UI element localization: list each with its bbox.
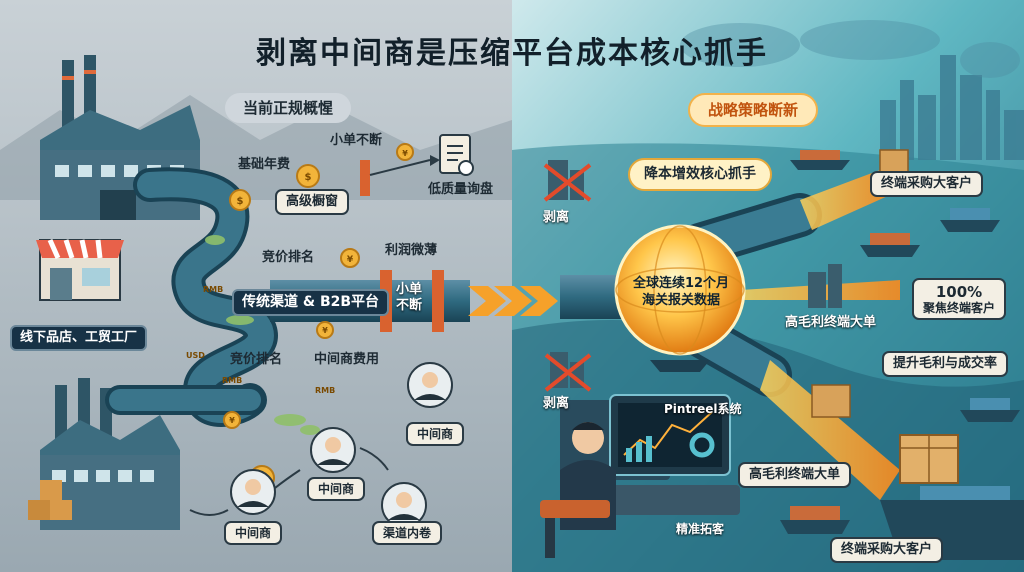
data-globe — [614, 224, 746, 372]
middleman-avatars — [230, 362, 453, 528]
label-small-orders-top: 小单不断 — [330, 133, 383, 148]
label-middleman-c: 中间商 — [224, 521, 283, 546]
label-thin-profit: 利润微薄 — [385, 243, 438, 258]
chevron-arrows — [468, 286, 558, 316]
label-channel-involution: 渠道内卷 — [372, 521, 443, 546]
label-middleman-fees: 中间商费用 — [314, 352, 380, 367]
label-strip-bottom: 剥离 — [543, 396, 570, 411]
globe-line-2: 海关报关数据 — [641, 293, 720, 308]
money-spill — [205, 235, 320, 435]
label-premium-showcase: 高级橱窗 — [275, 189, 350, 215]
svg-text:¥: ¥ — [229, 416, 235, 425]
coin-text-4: RMB — [315, 386, 336, 395]
gate-post — [360, 160, 370, 196]
strip-building-bottom — [544, 352, 592, 392]
coin-text-3: RMB — [222, 376, 243, 385]
label-traditional-b2b: 传统渠道 & B2B平台 — [232, 289, 390, 316]
svg-text:¥: ¥ — [402, 149, 408, 158]
label-middleman-a: 中间商 — [406, 422, 465, 447]
strip-building-top — [543, 160, 592, 202]
svg-text:$: $ — [237, 196, 244, 207]
label-cost-reduction: 降本增效核心抓手 — [628, 158, 772, 191]
coin-text-2: USD — [186, 351, 205, 360]
right-heading: 战略策略断新 — [688, 93, 819, 127]
label-small-orders-gate: 小单 不断 — [396, 282, 423, 314]
winding-pipe — [105, 167, 278, 427]
factory-bottom-icon — [28, 378, 180, 530]
city-skyline — [880, 55, 1024, 160]
left-heading: 当前正规概惺 — [225, 93, 352, 123]
page-title: 剥离中间商是压缩平台成本核心抓手 — [256, 36, 768, 71]
label-margin-rate: 提升毛利与成交率 — [882, 351, 1009, 377]
label-offline-stores: 线下品店、工贸工厂 — [10, 325, 148, 351]
label-base-fee: 基础年费 — [238, 157, 291, 172]
svg-text:¥: ¥ — [347, 255, 354, 265]
label-bidding-1: 竞价排名 — [262, 250, 315, 265]
storefront-icon — [36, 238, 124, 301]
label-end-buyers-top: 终端采购大客户 — [870, 171, 984, 197]
world-map — [680, 20, 1020, 78]
globe-line-1: 全球连续12个月 — [632, 276, 730, 291]
package-boxes — [811, 149, 959, 484]
label-bidding-2: 竞价排名 — [230, 352, 283, 367]
svg-text:¥: ¥ — [322, 326, 328, 335]
cargo-ships — [780, 150, 1024, 560]
label-high-margin-bottom: 高毛利终端大单 — [738, 462, 852, 488]
label-end-buyers-bottom: 终端采购大客户 — [830, 537, 944, 563]
svg-text:$: $ — [305, 172, 312, 183]
label-pintreel: Pintreel系统 — [664, 402, 742, 416]
focus-percent: 100% — [935, 283, 983, 301]
label-middleman-b: 中间商 — [307, 477, 366, 502]
coin-text-1: RMB — [203, 285, 224, 294]
focus-text: 聚焦终端客户 — [923, 301, 996, 315]
operator-desk — [540, 394, 740, 558]
light-beams — [740, 170, 900, 500]
label-low-quality-inquiry: 低质量询盘 — [428, 182, 494, 197]
flow-arrows-left — [189, 447, 389, 516]
label-high-margin-top: 高毛利终端大单 — [785, 315, 877, 330]
office-building-icon — [808, 264, 842, 308]
document-icon — [439, 134, 474, 176]
label-strip-top: 剥离 — [543, 210, 570, 225]
focus-card: 100% 聚焦终端客户 — [912, 278, 1007, 321]
label-precise: 精准拓客 — [676, 522, 725, 536]
